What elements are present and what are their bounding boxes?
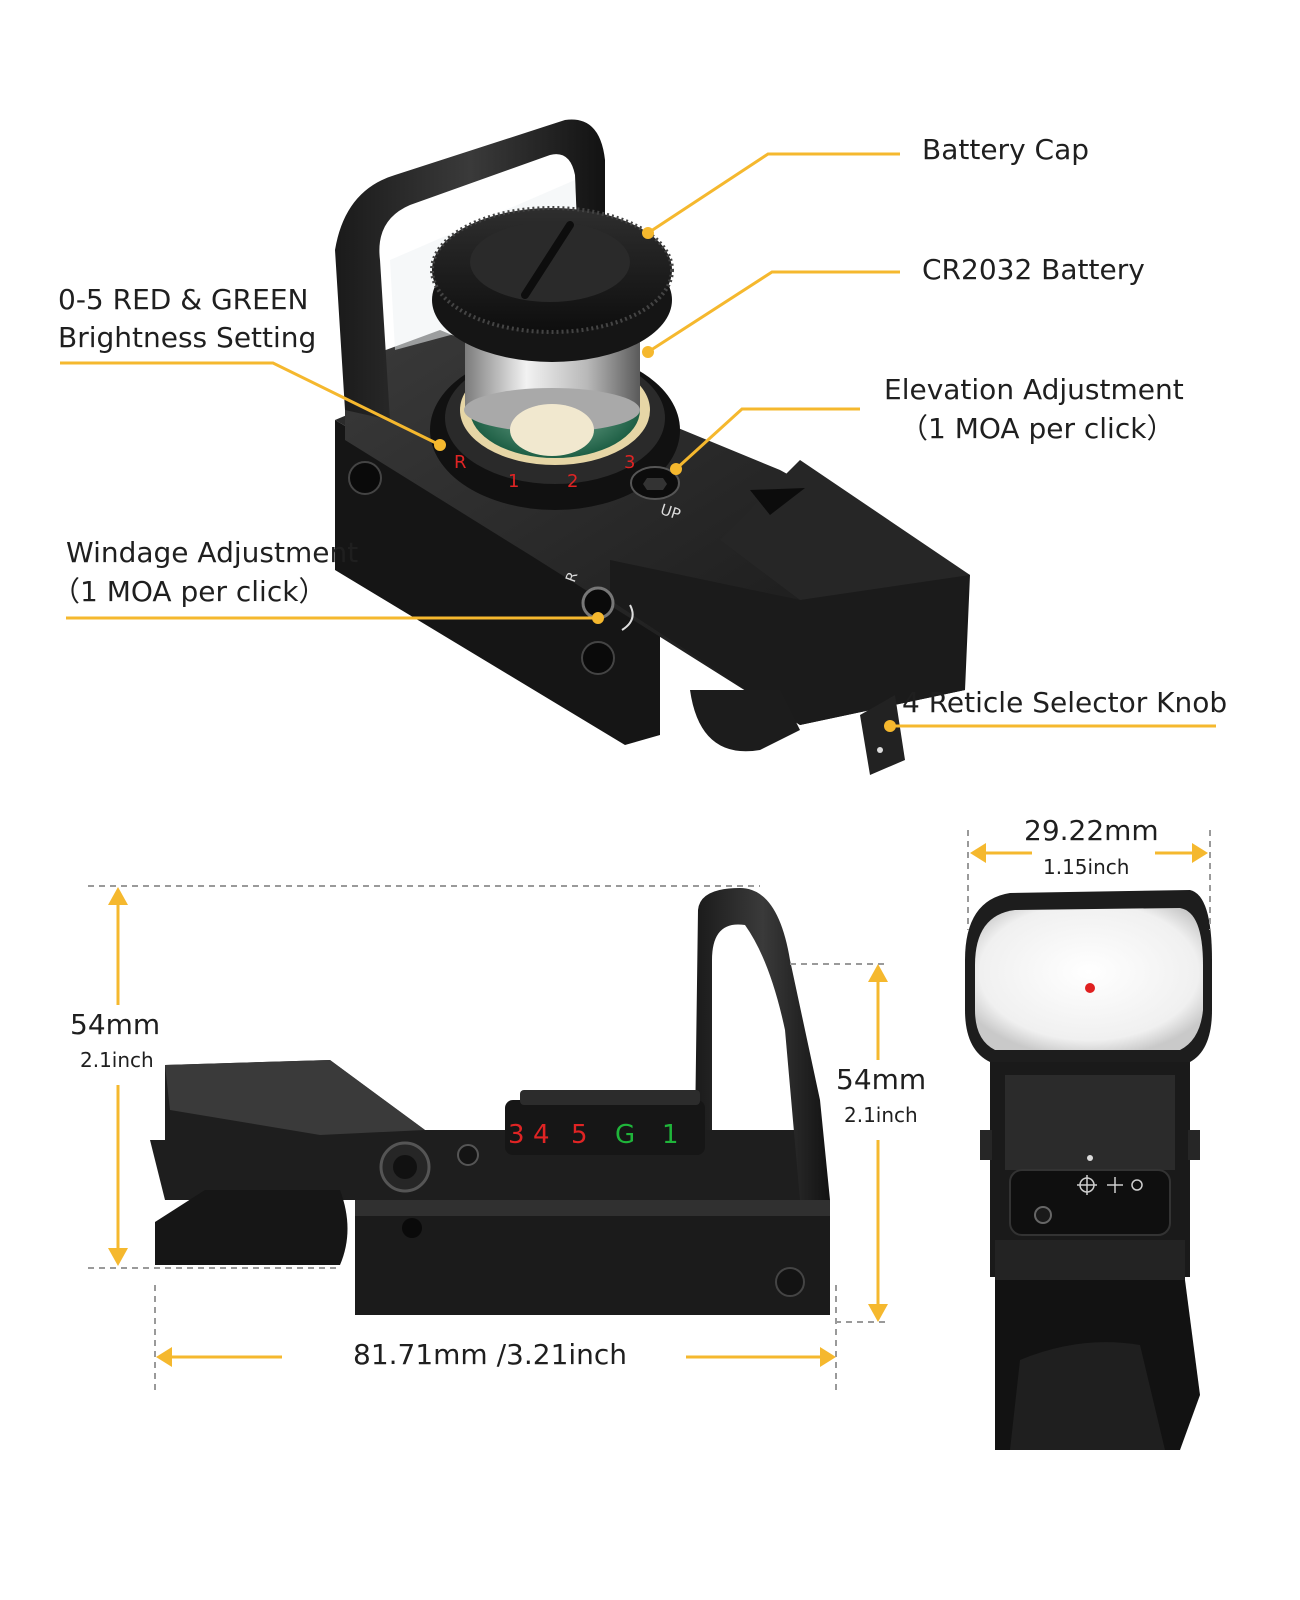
side-dial-5: 5: [571, 1120, 588, 1150]
front-dimensions: [967, 830, 1211, 930]
side-dial-4: 4: [533, 1120, 550, 1150]
top-dial-3: 3: [624, 452, 635, 473]
leader-brightness: [60, 361, 441, 447]
base-rail-side: [335, 420, 660, 745]
front-cross-screw: [1034, 1206, 1052, 1224]
top-dial-1: 1: [508, 471, 519, 492]
front-indicator-dot: [1087, 1155, 1093, 1161]
side-mount-drum: [155, 1190, 348, 1265]
side-housing-bevel: [165, 1060, 425, 1135]
side-dimensions: [88, 885, 888, 1395]
label-cr2032-battery: CR2032 Battery: [922, 253, 1145, 286]
dim-arrowhead-right: [820, 1347, 836, 1367]
label-windage-line2: （1 MOA per click）: [52, 575, 327, 608]
dim-height-inch: 2.1inch: [80, 1048, 154, 1072]
elevation-hex-socket: [643, 478, 667, 490]
label-battery-cap: Battery Cap: [922, 133, 1090, 166]
dim-height2-mm: 54mm: [836, 1063, 927, 1096]
red-dot-reticle: [1085, 983, 1095, 993]
dim-width-inch: 1.15inch: [1043, 855, 1130, 879]
battery-contact: [510, 404, 594, 456]
leader-dot-elevation: [670, 463, 682, 475]
label-elevation-line1: Elevation Adjustment: [884, 373, 1184, 406]
dim-arrowhead2-up: [868, 964, 888, 982]
rail-screw-2: [581, 641, 615, 675]
label-brightness-line2: Brightness Setting: [58, 321, 317, 354]
label-elevation-line2: （1 MOA per click）: [900, 412, 1175, 445]
front-view-sight: [965, 890, 1212, 1450]
dim-width-mm: 29.22mm: [1024, 814, 1159, 847]
front-right-knob: [1188, 1130, 1200, 1160]
windage-arrow-icon: [621, 604, 634, 631]
reticle-dot-icon: [1131, 1179, 1143, 1191]
leader-battery-cap: [647, 152, 900, 235]
callout-lines: [60, 152, 1216, 732]
dim-arrowhead-up: [108, 887, 128, 905]
side-windage-socket: [393, 1155, 417, 1179]
side-dial-1: 1: [662, 1120, 679, 1150]
top-dial-2: 2: [567, 471, 578, 492]
label-windage-line1: Windage Adjustment: [66, 536, 359, 569]
front-body-panel: [1005, 1075, 1175, 1170]
reticle-selector-icons: [1077, 1175, 1143, 1195]
leader-dot-reticle-knob: [884, 720, 896, 732]
leader-elevation: [674, 407, 860, 471]
side-rail: [355, 1200, 830, 1315]
top-dial-r: R: [454, 452, 467, 473]
leader-battery: [647, 270, 900, 354]
reticle-knob-dot: [877, 747, 883, 753]
side-dial-knurl: [520, 1090, 700, 1105]
housing-front-face: [610, 560, 965, 725]
dim-height-mm: 54mm: [70, 1008, 161, 1041]
front-lens-glass: [975, 908, 1203, 1050]
front-mount-top: [995, 1240, 1185, 1280]
side-view-sight: [150, 888, 830, 1315]
side-dial-3: 3: [508, 1120, 525, 1150]
front-mount-clamp: [1010, 1342, 1165, 1450]
front-reticle-drum: [1009, 1169, 1171, 1236]
side-rail-hole: [402, 1218, 422, 1238]
housing-notch: [750, 488, 805, 515]
top-dial-numbers: R 1 2 3 UP R: [454, 452, 683, 584]
battery-cap-slot: [521, 221, 574, 299]
label-reticle-knob: 4 Reticle Selector Knob: [902, 686, 1228, 719]
reticle-selector-knob: [860, 695, 905, 775]
side-dial-g: G: [615, 1120, 635, 1150]
lens-hood: [335, 119, 605, 420]
front-left-knob: [980, 1130, 992, 1160]
dim-arrowhead-down: [108, 1248, 128, 1266]
rail-screw-1: [348, 461, 382, 495]
side-rail-screw: [775, 1267, 805, 1297]
dim-arrowhead-left: [156, 1347, 172, 1367]
side-dial-numbers: 3 4 5 G 1: [508, 1120, 679, 1150]
side-hood: [695, 888, 830, 1200]
dim-length: 81.71mm /3.21inch: [353, 1338, 628, 1371]
front-dim-arrowhead-left: [970, 843, 986, 863]
front-dim-arrowhead-right: [1192, 843, 1208, 863]
side-dial: [505, 1100, 705, 1155]
leader-dot-battery: [642, 346, 654, 358]
side-rail-top: [355, 1200, 830, 1216]
dim-arrowhead2-down: [868, 1304, 888, 1322]
dim-height2-inch: 2.1inch: [844, 1103, 918, 1127]
leader-dot-brightness: [434, 439, 446, 451]
reticle-base-drum: [690, 690, 800, 752]
top-view-sight: [335, 119, 970, 775]
leader-dot-windage: [592, 612, 604, 624]
side-cross-screw: [457, 1144, 479, 1166]
leader-dot-battery-cap: [642, 227, 654, 239]
label-brightness-line1: 0-5 RED & GREEN: [58, 283, 309, 316]
up-mark: UP: [658, 500, 683, 523]
